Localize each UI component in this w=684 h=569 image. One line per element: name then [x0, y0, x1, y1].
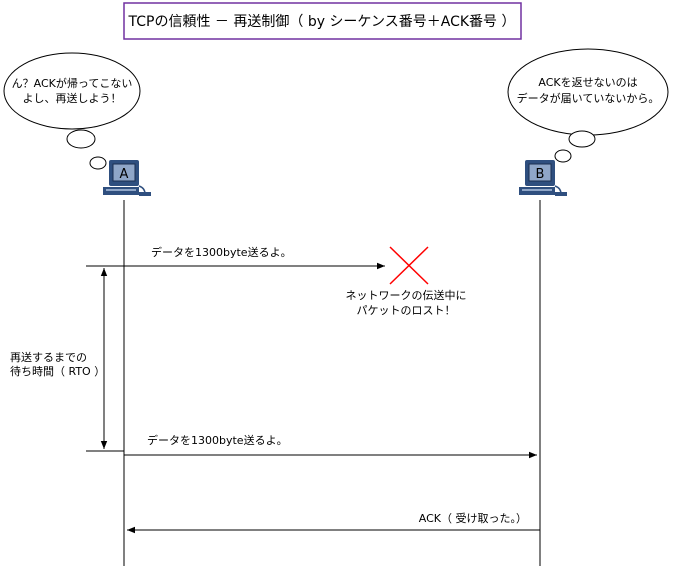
title-box: TCPの信頼性 － 再送制御（ by シーケンス番号＋ACK番号 ） — [123, 2, 522, 40]
thought-a-line1: ん？ACKが帰ってこない — [12, 76, 133, 90]
thought-bubble-b: ACKを返せないのは データが届いていないから。 — [507, 48, 669, 163]
computer-a-icon: A — [103, 160, 151, 196]
thought-b-line2: データが届いていないから。 — [517, 91, 660, 105]
computer-b-icon: B — [519, 160, 567, 196]
ack-label: ACK（ 受け取った。） — [419, 512, 527, 525]
resend-label: データを1300byte送るよ。 — [147, 433, 288, 447]
thought-b-line1: ACKを返せないのは — [538, 76, 637, 89]
rto-label-line2: 待ち時間（ RTO ） — [10, 364, 105, 378]
rto-label-line1: 再送するまでの — [10, 350, 87, 364]
page-title: TCPの信頼性 － 再送制御（ by シーケンス番号＋ACK番号 ） — [128, 14, 516, 30]
loss-label-line1: ネットワークの伝送中に — [346, 288, 467, 302]
loss-label-line2: パケットのロスト！ — [357, 304, 456, 317]
thought-bubble-a: ん？ACKが帰ってこない よし、再送しよう！ — [3, 52, 141, 170]
host-a-label: A — [120, 167, 129, 182]
thought-a-line2: よし、再送しよう！ — [23, 91, 122, 105]
host-b-label: B — [536, 167, 545, 182]
first-send-label: データを1300byte送るよ。 — [151, 245, 292, 259]
loss-mark-icon — [389, 246, 429, 285]
